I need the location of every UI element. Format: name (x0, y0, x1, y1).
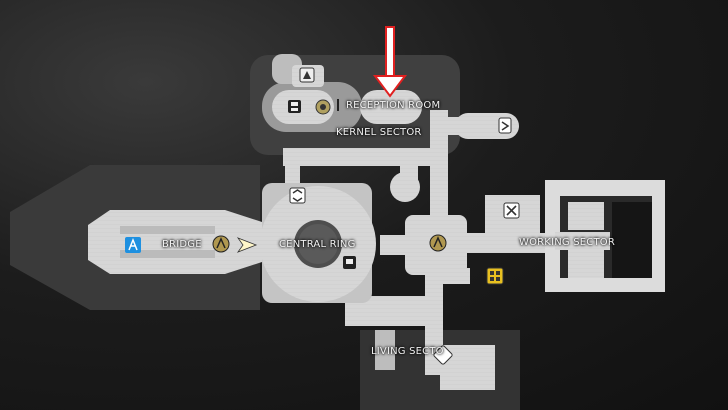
save-icon (288, 100, 301, 113)
reception-room-label: RECEPTION ROOM (346, 100, 441, 111)
working-sector (485, 180, 665, 292)
player-marker-icon (236, 237, 258, 253)
terminal-icon (343, 256, 356, 269)
elevator-icon (289, 187, 306, 204)
elevator-icon (433, 345, 453, 365)
landmark-icon (315, 99, 331, 115)
supply-cache-icon (486, 267, 504, 285)
vendor-icon (299, 67, 315, 83)
dome-room (390, 172, 420, 202)
locked-door-icon (503, 202, 520, 219)
central-ring (260, 183, 376, 303)
waypoint-icon (212, 235, 230, 253)
central-ring-label: CENTRAL RING (279, 239, 356, 250)
teleport-icon (125, 237, 141, 253)
terminal-icon (337, 99, 339, 111)
waypoint-icon (429, 234, 447, 252)
living-sector-rooms (375, 330, 495, 390)
working-sector-label: WORKING SECTOR (519, 237, 615, 248)
bridge-label: BRIDGE (162, 239, 202, 250)
kernel-sector-label: KERNEL SECTOR (336, 127, 422, 138)
bridge-rooms (88, 210, 262, 274)
locked-door-icon (498, 117, 512, 134)
living-sector-label: LIVING SECTO (371, 346, 444, 357)
objective-arrow-icon (373, 26, 407, 98)
